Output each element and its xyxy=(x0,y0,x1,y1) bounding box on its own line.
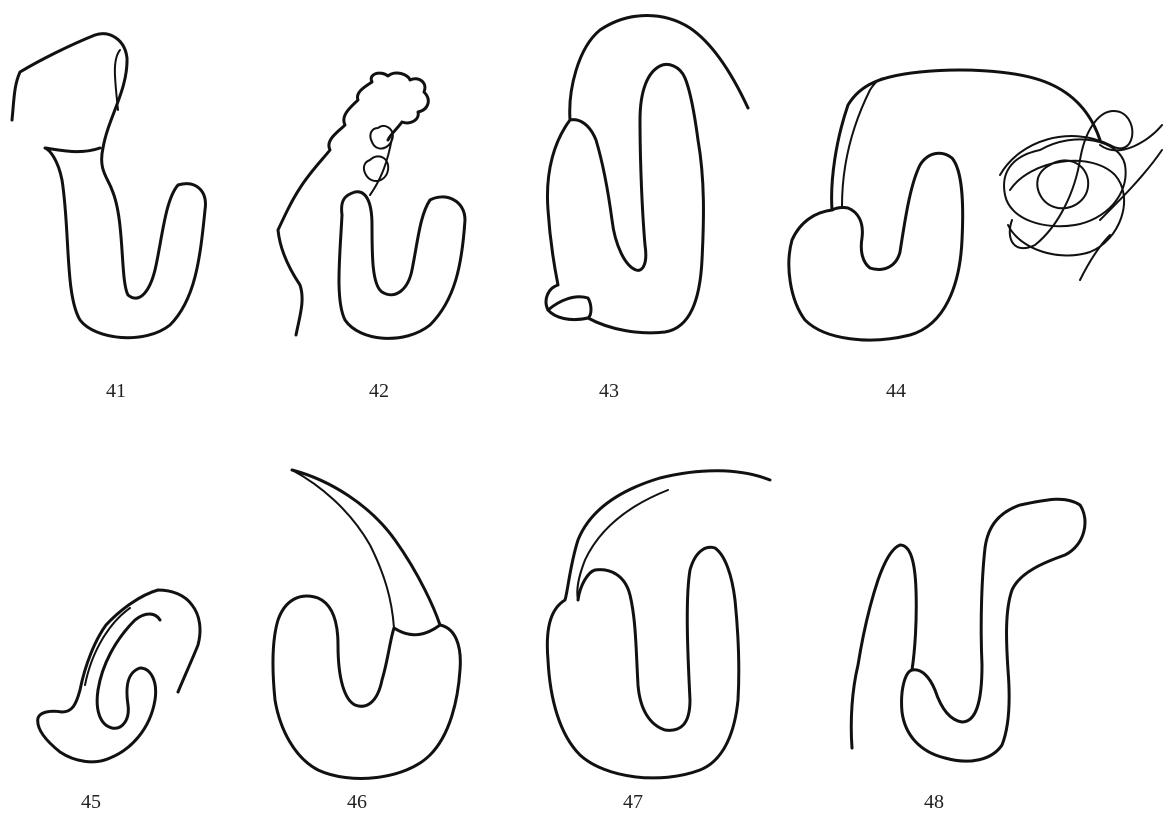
figure-number-41: 41 xyxy=(106,380,126,403)
figure-number-44: 44 xyxy=(886,380,906,403)
outline-figure-44 xyxy=(789,70,1162,340)
figure-number-48: 48 xyxy=(924,791,944,814)
figure-number-42: 42 xyxy=(369,380,389,403)
figure-number-47: 47 xyxy=(623,791,643,814)
figure-number-46: 46 xyxy=(347,791,367,814)
outline-figure-41 xyxy=(12,34,205,338)
figure-number-45: 45 xyxy=(81,791,101,814)
outline-figure-47 xyxy=(547,471,770,778)
outline-figure-43 xyxy=(546,16,748,333)
figure-number-43: 43 xyxy=(599,380,619,403)
outline-figure-46 xyxy=(273,470,460,778)
outline-figure-42 xyxy=(278,73,465,338)
outline-figure-45 xyxy=(38,590,200,762)
outline-figure-48 xyxy=(851,499,1085,761)
